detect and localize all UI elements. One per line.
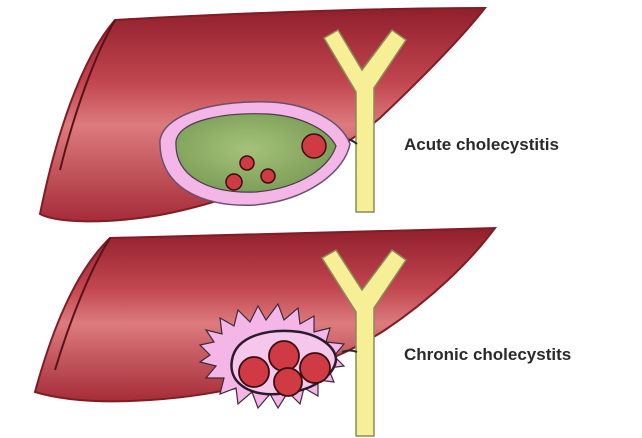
stone-acute-2: [240, 156, 254, 170]
acute-panel: [40, 8, 485, 221]
label-chronic-cholecystitis: Chronic cholecystits: [404, 345, 571, 365]
stone-chronic-4: [300, 353, 330, 383]
stone-acute-4: [226, 174, 242, 190]
chronic-panel: [35, 228, 495, 436]
stone-acute-3: [261, 169, 275, 183]
stone-chronic-1: [239, 357, 269, 387]
stone-chronic-3: [274, 368, 302, 396]
label-acute-cholecystitis: Acute cholecystitis: [404, 135, 559, 155]
stone-acute-1: [302, 134, 326, 158]
cystic-duct-chronic: [342, 351, 357, 353]
stone-chronic-2: [269, 341, 299, 371]
